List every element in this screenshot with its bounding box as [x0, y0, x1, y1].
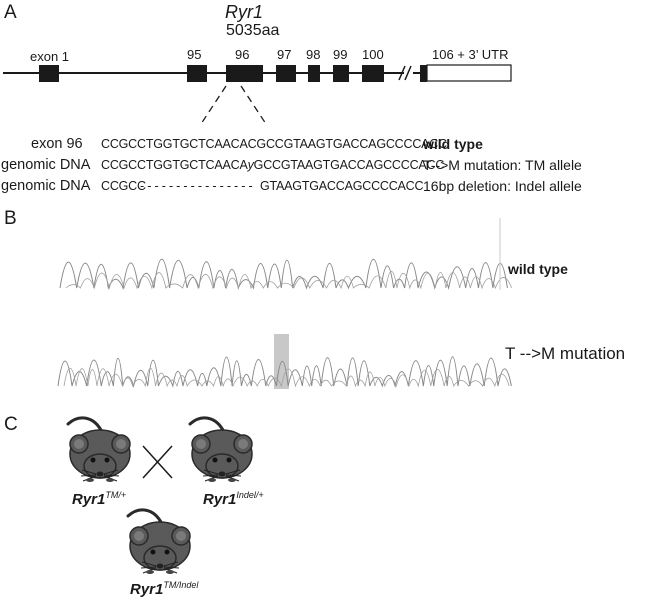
seq-row-1-sequence: CCGCCTGGTGCTCAACACGCCGTAAGTGACCAGCCCCACC [101, 137, 447, 151]
trace-peaks [57, 356, 512, 388]
mouse-1-gene: Ryr1 [72, 491, 106, 508]
zoom-dash-left [200, 85, 227, 125]
exon-96-box [226, 65, 263, 82]
mouse-2-genotype: Ryr1Indel/+ [203, 490, 264, 508]
seq-row-2-part-a: CCGCCTGGTGCTCAACA [101, 158, 248, 172]
seq-row-3-gap: - - - - - - - - - - - - - - - - [140, 179, 253, 193]
exon-95-box [187, 65, 207, 82]
axis-break-mark [404, 65, 412, 81]
mouse-2-icon [188, 416, 254, 484]
exon-95-label: 95 [187, 47, 202, 62]
gene-name: Ryr1 [225, 2, 264, 22]
exon-106-coding-box [420, 65, 427, 82]
mouse-1-allele: TM/+ [105, 490, 127, 500]
trace-mut-label: T -->M mutation [505, 344, 626, 363]
panel-label-b: B [4, 208, 17, 229]
panel-label-a: A [4, 2, 17, 23]
chromatogram-wild-type [59, 258, 512, 290]
trace-peaks-secondary [65, 270, 512, 290]
seq-row-2-variant: y [247, 158, 254, 172]
seq-row-3-part-b: GTAAGTGACCAGCCCCACC [260, 179, 424, 193]
seq-row-1-status: wild type [423, 136, 483, 152]
trace-wt-label: wild type [508, 261, 568, 277]
exon-100-label: 100 [362, 47, 384, 62]
seq-row-3-label: genomic DNA [1, 178, 91, 194]
exon-1-label: exon 1 [30, 49, 70, 64]
trace-peaks-secondary [63, 367, 510, 388]
mouse-1-genotype: Ryr1TM/+ [72, 490, 126, 508]
exon-98-label: 98 [306, 47, 321, 62]
exon-99-label: 99 [333, 47, 348, 62]
mouse-2-gene: Ryr1 [203, 491, 237, 508]
mouse-1-icon [66, 416, 132, 484]
exon-97-label: 97 [277, 47, 292, 62]
exon-1-box [39, 65, 59, 82]
mouse-3-icon [126, 508, 192, 576]
cross-symbol [142, 445, 173, 479]
seq-row-2-status: T-->M mutation: TM allele [423, 157, 582, 173]
seq-row-2-part-b: GCCGTAAGTGACCAGCCCCACC [253, 158, 445, 172]
axis-break-mark [398, 65, 406, 81]
exon-106-label: 106 + 3’ UTR [432, 47, 509, 62]
seq-row-1-label: exon 96 [31, 136, 83, 152]
exon-99-box [333, 65, 349, 82]
mouse-2-allele: Indel/+ [236, 490, 264, 500]
chromatogram-mutation [57, 356, 512, 388]
panel-label-c: C [4, 414, 18, 435]
seq-row-3-status: 16bp deletion: Indel allele [423, 178, 582, 194]
trace-peaks [59, 258, 508, 290]
mouse-3-allele: TM/Indel [163, 580, 199, 590]
seq-row-2-sequence: CCGCCTGGTGCTCAACAyGCCGTAAGTGACCAGCCCCACC [101, 158, 444, 172]
utr-box [426, 64, 512, 82]
mouse-3-genotype: Ryr1TM/Indel [130, 580, 198, 598]
exon-100-box [362, 65, 384, 82]
gene-length: 5035aa [226, 22, 280, 39]
zoom-dash-right [240, 85, 267, 125]
seq-row-2-label: genomic DNA [1, 157, 91, 173]
exon-96-label: 96 [235, 47, 250, 62]
exon-97-box [276, 65, 296, 82]
mouse-3-gene: Ryr1 [130, 581, 164, 598]
exon-98-box [308, 65, 320, 82]
seq-row-3-part-a: CCGCC [101, 179, 146, 193]
